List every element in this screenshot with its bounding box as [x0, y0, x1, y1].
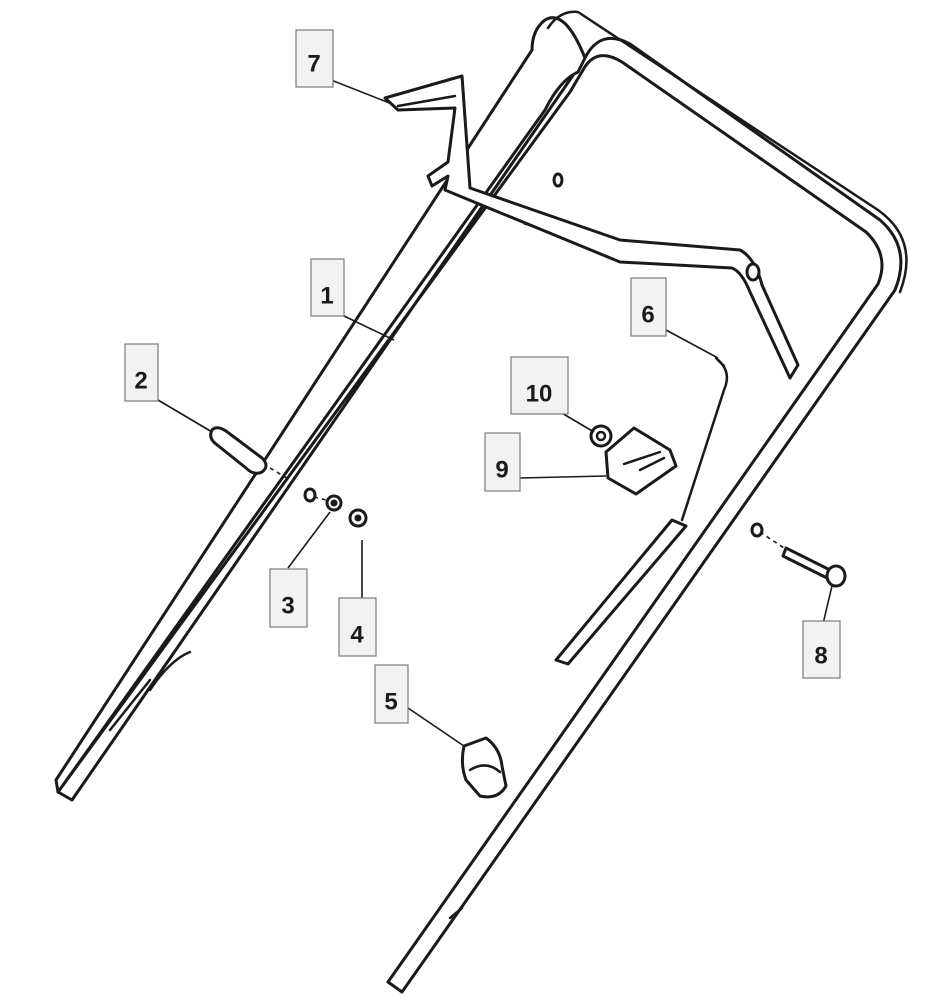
- nut-part-10: [589, 424, 613, 448]
- callout-10: 10: [510, 356, 569, 415]
- callout-2: 2: [124, 343, 159, 402]
- pin-part-2: [209, 426, 268, 475]
- callout-6: 6: [630, 277, 667, 337]
- callout-4: 4: [338, 597, 377, 657]
- callout-3-label: 3: [281, 593, 294, 620]
- callout-3: 3: [269, 568, 308, 628]
- cable-clip-part-5: [460, 736, 508, 799]
- callout-10-label: 10: [526, 381, 553, 408]
- leader-lines: [157, 77, 833, 747]
- cover-block-part-9: [604, 426, 678, 496]
- callout-8: 8: [802, 620, 841, 679]
- callout-4-label: 4: [350, 622, 364, 649]
- callout-1-label: 1: [320, 283, 333, 310]
- cable-part-6: [554, 356, 729, 666]
- handle-tube: [54, 10, 908, 994]
- bolt-part-8: [781, 546, 847, 588]
- callout-5: 5: [374, 664, 409, 724]
- callout-8-label: 8: [814, 643, 827, 670]
- callout-9: 9: [484, 432, 521, 492]
- callout-9-label: 9: [495, 457, 508, 484]
- callout-7: 7: [295, 29, 334, 88]
- washer-part-3: [325, 494, 343, 512]
- nut-part-4: [348, 508, 368, 528]
- callout-5-label: 5: [384, 689, 397, 716]
- callout-2-label: 2: [134, 368, 147, 395]
- callout-7-label: 7: [307, 51, 320, 78]
- control-bail-lever: [383, 74, 800, 380]
- callout-1: 1: [310, 258, 345, 317]
- callout-6-label: 6: [641, 302, 654, 329]
